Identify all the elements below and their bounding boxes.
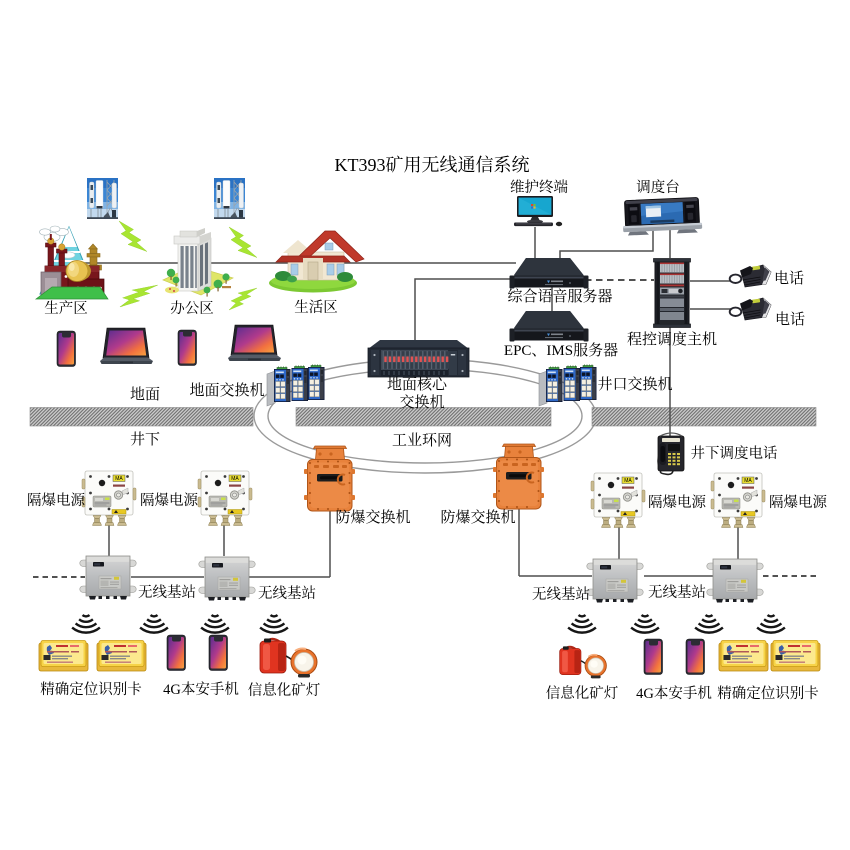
- svg-text:工业环网: 工业环网: [392, 432, 452, 449]
- svg-text:交换机: 交换机: [399, 394, 444, 411]
- svg-text:隔爆电源: 隔爆电源: [769, 493, 827, 511]
- svg-text:防爆交换机: 防爆交换机: [335, 509, 410, 526]
- svg-text:井口交换机: 井口交换机: [597, 376, 672, 393]
- svg-text:隔爆电源: 隔爆电源: [27, 491, 85, 509]
- svg-text:调度台: 调度台: [636, 178, 680, 196]
- svg-text:生产区: 生产区: [44, 300, 88, 317]
- svg-text:维护终端: 维护终端: [510, 179, 568, 196]
- svg-text:地面核心: 地面核心: [387, 375, 448, 393]
- svg-text:无线基站: 无线基站: [138, 583, 196, 601]
- svg-text:无线基站: 无线基站: [258, 584, 316, 602]
- svg-text:信息化矿灯: 信息化矿灯: [546, 685, 619, 702]
- svg-text:精确定位识别卡: 精确定位识别卡: [717, 684, 819, 702]
- svg-text:电话: 电话: [774, 269, 804, 287]
- svg-text:4G本安手机: 4G本安手机: [636, 685, 712, 702]
- svg-text:生活区: 生活区: [294, 299, 338, 316]
- svg-text:KT393矿用无线通信系统: KT393矿用无线通信系统: [335, 155, 530, 175]
- svg-text:信息化矿灯: 信息化矿灯: [248, 682, 321, 699]
- svg-text:隔爆电源: 隔爆电源: [140, 491, 198, 509]
- svg-text:无线基站: 无线基站: [532, 585, 590, 603]
- svg-text:防爆交换机: 防爆交换机: [440, 509, 515, 526]
- svg-text:办公区: 办公区: [170, 300, 214, 317]
- svg-text:4G本安手机: 4G本安手机: [163, 681, 239, 698]
- svg-text:电话: 电话: [775, 310, 805, 328]
- svg-text:综合语音服务器: 综合语音服务器: [507, 288, 612, 305]
- svg-text:隔爆电源: 隔爆电源: [648, 493, 706, 511]
- svg-text:井下: 井下: [130, 431, 160, 448]
- svg-text:无线基站: 无线基站: [648, 583, 706, 601]
- svg-text:井下调度电话: 井下调度电话: [691, 444, 778, 462]
- svg-text:地面交换机: 地面交换机: [189, 381, 264, 399]
- svg-text:程控调度主机: 程控调度主机: [627, 330, 717, 348]
- svg-text:EPC、IMS服务器: EPC、IMS服务器: [504, 342, 618, 359]
- svg-text:MA: MA: [115, 476, 123, 482]
- svg-text:精确定位识别卡: 精确定位识别卡: [40, 680, 142, 698]
- svg-text:地面: 地面: [130, 385, 160, 403]
